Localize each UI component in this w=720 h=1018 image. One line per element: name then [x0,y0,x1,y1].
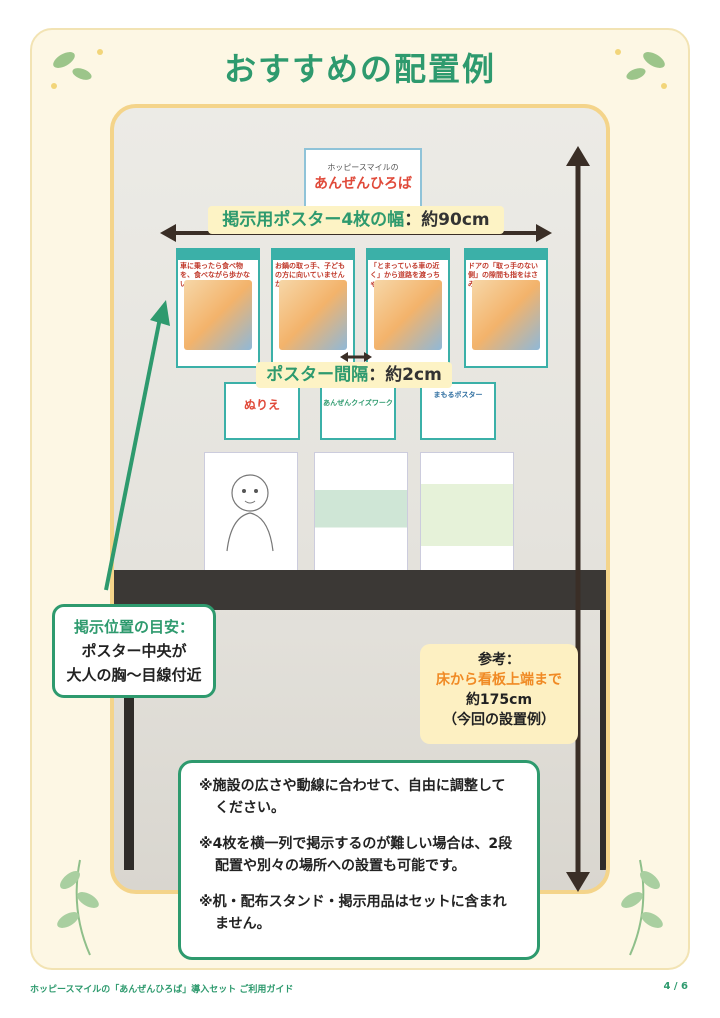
leaf-decoration-top-left [51,49,103,89]
reference-condition: 床から看板上端まで [436,672,562,688]
page-number: 4 / 6 [663,981,688,992]
callout-line: ポスター中央が [81,642,187,660]
gap-separator: ： [368,365,386,385]
quiz-sheet-stand [314,452,408,578]
gap-label-text: ポスター間隔 [266,365,369,385]
reference-note: （今回の設置例） [443,712,555,728]
protect-poster: まもるポスター [420,382,496,440]
notes-box: ※施設の広さや動線に合わせて、自由に調整してください。 ※4枚を横一列で掲示する… [178,760,540,960]
gap-value: 約2cm [385,365,442,385]
desk-leg-right [600,610,606,870]
lower-poster-text: ぬりえ [243,398,280,412]
reference-value: 約175cm [465,692,533,708]
quiz-poster: あんぜんクイズワーク [320,382,396,440]
gap-label: ポスター間隔：約2cm [256,362,452,388]
height-reference-box: 参考： 床から看板上端まで 約175cm （今回の設置例） [420,644,578,744]
reference-heading: 参考： [478,652,520,668]
leaf-decoration-bottom-left [57,859,99,956]
width-value: 約90cm [421,210,490,230]
width-label: 掲示用ポスター4枚の幅：約90cm [208,206,504,234]
top-poster-brand: ホッピースマイルの [327,163,399,172]
page-title: おすすめの配置例 [223,50,496,88]
safety-poster-2: お鍋の取っ手、子どもの方に向いていませんか？ [271,248,355,368]
coloring-poster: ぬりえ [224,382,300,440]
lower-poster-text: あんぜんクイズワーク [323,399,393,407]
note-item: ※4枚を横一列で掲示するのが難しい場合は、2段配置や別々の場所への設置も可能です… [199,836,513,874]
leaf-decoration-bottom-right [621,859,663,956]
note-item: ※施設の広さや動線に合わせて、自由に調整してください。 [199,778,506,816]
footer-guide-title: ホッピースマイルの「あんぜんひろば」導入セット ご利用ガイド [30,985,294,995]
coloring-sheet-stand [204,452,298,578]
width-separator: ： [404,210,422,230]
safety-poster-1: 車に乗ったら食べ物を、食べながら歩かないで！ [176,248,260,368]
desk-leg-left [124,610,134,870]
desk-top [114,570,606,610]
safety-poster-4: ドアの「取っ手のない側」の隙間も指をはさみます！ [464,248,548,368]
leaf-decoration-top-right [615,49,667,89]
guide-sheet-stand [420,452,514,578]
lower-poster-text: まもるポスター [433,391,483,399]
note-item: ※机・配布スタンド・掲示用品はセットに含まれません。 [199,894,507,932]
safety-poster-3: 「とまっている車の近く」から道路を渡っちゃダメ！ [366,248,450,368]
position-guide-callout: 掲示位置の目安： ポスター中央が 大人の胸～目線付近 [52,604,216,698]
width-label-text: 掲示用ポスター4枚の幅 [222,210,405,230]
callout-line: 大人の胸～目線付近 [66,666,202,684]
top-poster-title: あんぜんひろば [314,176,412,192]
callout-heading: 掲示位置の目安： [73,618,194,636]
